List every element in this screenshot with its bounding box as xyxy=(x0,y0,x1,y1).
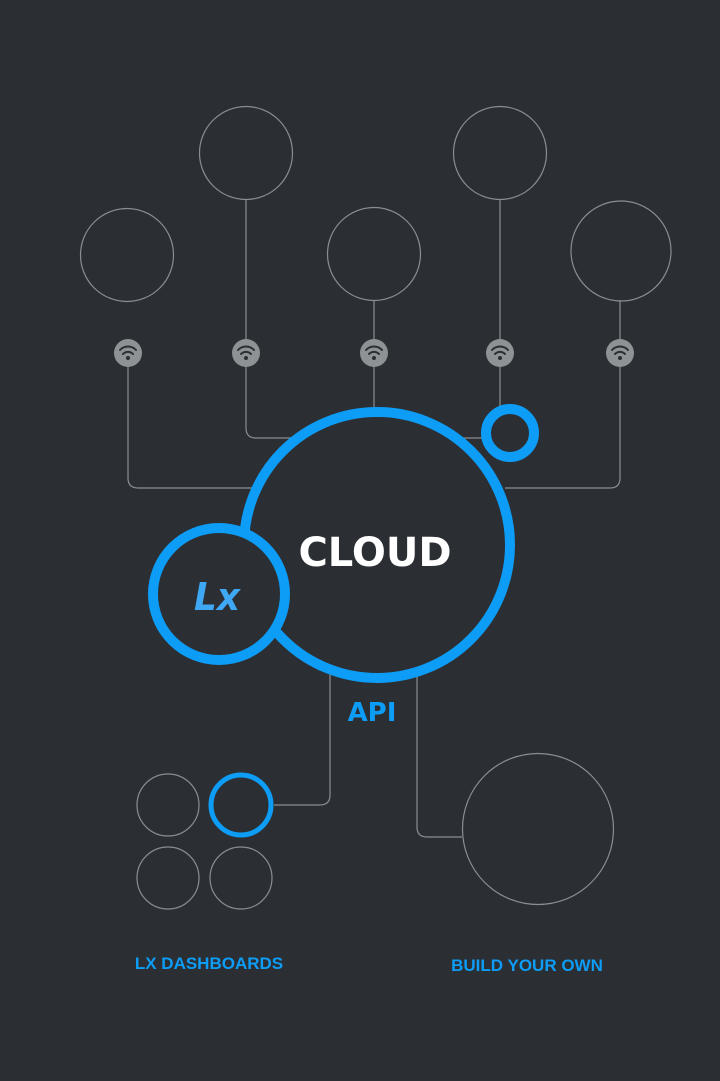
device-node xyxy=(452,105,548,201)
device-node xyxy=(79,207,175,303)
dashboards-caption: LX DASHBOARDS xyxy=(135,954,283,973)
wifi-icon xyxy=(114,339,142,367)
device-nodes xyxy=(79,105,672,303)
connector-line xyxy=(416,677,462,838)
wifi-icon xyxy=(606,339,634,367)
dashboard-node-active xyxy=(208,772,274,838)
dashboards-cluster xyxy=(136,772,274,910)
lx-logo-ring xyxy=(148,523,290,665)
wifi-icon xyxy=(360,339,388,367)
device-node xyxy=(326,206,422,302)
api-label: API xyxy=(348,698,397,728)
device-node xyxy=(570,200,672,302)
lx-logo: Lx xyxy=(194,575,241,619)
cloud-label: CLOUD xyxy=(298,530,451,576)
output-connectors xyxy=(274,668,462,838)
connector-line xyxy=(245,200,292,439)
connector-line xyxy=(505,300,621,489)
small-accent-ring xyxy=(481,404,539,462)
device-node xyxy=(198,105,294,201)
dashboard-node xyxy=(136,846,200,910)
dashboard-node xyxy=(209,846,273,910)
wifi-icon xyxy=(486,339,514,367)
connector-line xyxy=(274,668,331,806)
build-your-own-caption: BUILD YOUR OWN xyxy=(451,956,603,975)
connector-line xyxy=(450,200,501,439)
wifi-icon xyxy=(232,339,260,367)
dashboard-node xyxy=(136,773,200,837)
wifi-badges xyxy=(114,339,634,367)
build-your-own-node xyxy=(461,752,615,906)
connector-line xyxy=(127,340,252,489)
